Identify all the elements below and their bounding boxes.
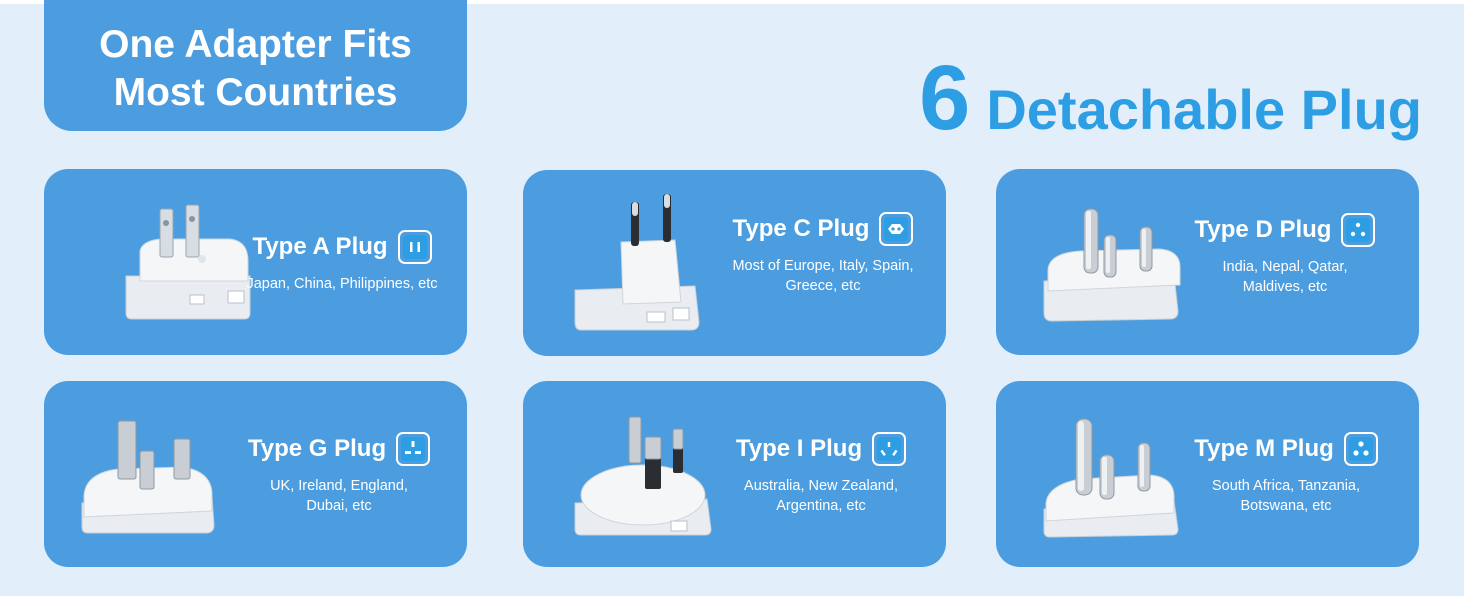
type-i-title: Type I Plug <box>735 435 863 462</box>
type-g-socket-icon <box>396 432 431 466</box>
headline-number: 6 <box>919 47 971 149</box>
type-m-plug-image <box>1043 418 1179 538</box>
type-m-countries-line-2: Botswana, etc <box>1240 498 1332 514</box>
type-c-countries-line-1: Most of Europe, Italy, Spain, <box>732 258 914 274</box>
plug-card-type-m: Type M Plug South Africa, Tanzania, Bots… <box>996 381 1419 567</box>
plug-card-type-i: Type I Plug Australia, New Zealand, Arge… <box>523 381 946 567</box>
tagline-banner: One Adapter Fits Most Countries <box>44 0 467 131</box>
plug-card-type-c: Type C Plug Most of Europe, Italy, Spain… <box>523 170 946 356</box>
type-a-countries-line-1: Japan, China, Philippines, etc <box>246 276 438 292</box>
type-i-countries-line-1: Australia, New Zealand, <box>744 478 898 494</box>
type-m-info: Type M Plug South Africa, Tanzania, Bots… <box>1186 381 1386 567</box>
plug-card-type-a: Type A Plug Japan, China, Philippines, e… <box>44 169 467 355</box>
type-i-countries: Australia, New Zealand, Argentina, etc <box>711 476 931 516</box>
type-d-countries-line-1: India, Nepal, Qatar, <box>1222 259 1348 275</box>
type-g-countries-line-1: UK, Ireland, England, <box>270 478 408 494</box>
type-c-title: Type C Plug <box>732 215 870 242</box>
tagline-line-2: Most Countries <box>113 70 398 114</box>
plug-card-type-g: Type G Plug UK, Ireland, England, Dubai,… <box>44 381 467 567</box>
type-g-plug-image <box>81 420 215 534</box>
type-d-socket-icon <box>1341 213 1376 247</box>
type-c-plug-image <box>574 194 700 331</box>
tagline-line-1: One Adapter Fits <box>99 22 412 66</box>
type-i-plug-image <box>574 416 712 536</box>
type-g-info: Type G Plug UK, Ireland, England, Dubai,… <box>228 381 450 567</box>
type-d-title: Type D Plug <box>1194 216 1332 243</box>
type-a-socket-icon <box>397 230 432 264</box>
type-i-socket-icon <box>872 432 907 466</box>
type-a-info: Type A Plug Japan, China, Philippines, e… <box>232 169 452 355</box>
plug-card-type-d: Type D Plug India, Nepal, Qatar, Maldive… <box>996 169 1419 355</box>
type-i-info: Type I Plug Australia, New Zealand, Arge… <box>721 381 921 567</box>
headline-text: Detachable Plug <box>986 78 1422 141</box>
type-d-info: Type D Plug India, Nepal, Qatar, Maldive… <box>1182 169 1388 355</box>
top-border <box>0 0 1464 4</box>
type-d-countries: India, Nepal, Qatar, Maldives, etc <box>1175 257 1395 297</box>
type-c-countries-line-2: Greece, etc <box>785 278 861 294</box>
type-m-title: Type M Plug <box>1194 435 1334 462</box>
type-a-title: Type A Plug <box>252 233 388 260</box>
type-m-countries-line-1: South Africa, Tanzania, <box>1211 478 1361 494</box>
type-a-countries: Japan, China, Philippines, etc <box>232 274 452 294</box>
type-i-countries-line-2: Argentina, etc <box>776 498 866 514</box>
type-c-countries: Most of Europe, Italy, Spain, Greece, et… <box>713 256 933 296</box>
type-d-countries-line-2: Maldives, etc <box>1242 279 1328 295</box>
type-m-countries: South Africa, Tanzania, Botswana, etc <box>1176 476 1396 516</box>
type-a-plug-image <box>125 204 251 320</box>
type-g-countries-line-2: Dubai, etc <box>306 498 372 514</box>
type-c-socket-icon <box>879 212 914 246</box>
type-g-title: Type G Plug <box>247 435 387 462</box>
type-g-countries: UK, Ireland, England, Dubai, etc <box>229 476 449 516</box>
type-m-socket-icon <box>1343 432 1378 466</box>
headline: 6 Detachable Plug <box>919 52 1422 156</box>
type-d-plug-image <box>1043 208 1181 322</box>
type-c-info: Type C Plug Most of Europe, Italy, Spain… <box>703 170 943 356</box>
bottom-border <box>0 596 1464 600</box>
